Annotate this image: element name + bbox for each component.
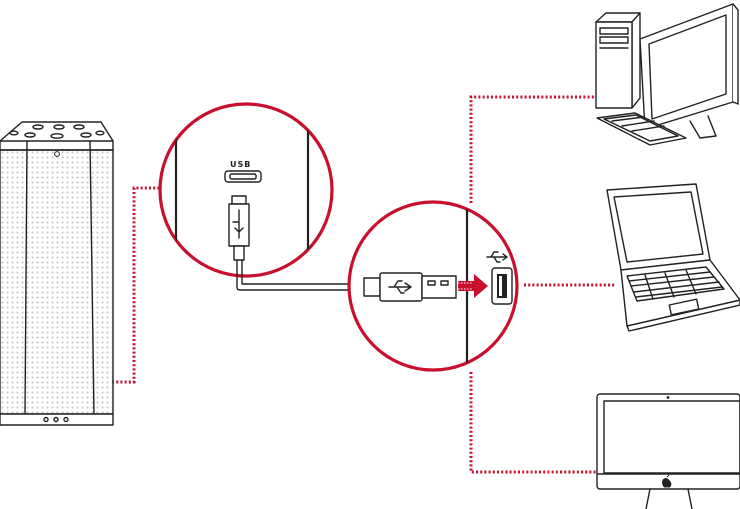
usb-port-label: USB bbox=[230, 160, 251, 169]
micro-usb-port-icon bbox=[225, 171, 261, 182]
desktop-pc-icon bbox=[596, 4, 738, 145]
laptop-icon bbox=[607, 184, 740, 331]
usb-a-zoom-callout bbox=[349, 200, 517, 372]
imac-icon bbox=[597, 394, 740, 509]
usb-a-port-icon bbox=[492, 268, 512, 304]
micro-usb-zoom-callout: USB bbox=[160, 100, 332, 290]
speaker-icon bbox=[0, 122, 113, 425]
